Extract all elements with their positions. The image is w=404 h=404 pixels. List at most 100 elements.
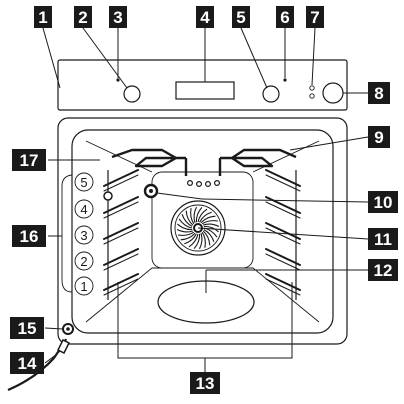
- power-indicator-light: [116, 78, 120, 82]
- leader-15: [44, 327, 64, 330]
- shelf-rung-left: [103, 248, 139, 266]
- callout-7: 7: [306, 6, 324, 28]
- shelf-level-1: 1: [74, 276, 94, 296]
- leader-10a: [156, 192, 203, 200]
- fan-blade: [193, 233, 201, 249]
- shelf-level-4-label: 4: [80, 202, 87, 217]
- oven-body: [57, 117, 348, 345]
- callout-14-label: 14: [18, 354, 37, 373]
- fan-blade: [181, 214, 193, 227]
- leader-2: [82, 27, 128, 89]
- callout-1-label: 1: [38, 8, 47, 27]
- fan: [170, 200, 226, 256]
- heating-element-left-loop: [111, 148, 186, 168]
- fan-blade: [195, 207, 203, 223]
- shelf-level-4: 4: [74, 199, 94, 219]
- element-connector-2: [196, 181, 203, 188]
- shelf-rung-left: [103, 196, 139, 214]
- control-panel: [57, 59, 348, 111]
- callout-13-label: 13: [196, 374, 215, 393]
- callout-16: 16: [12, 225, 46, 247]
- callout-15-label: 15: [18, 319, 37, 338]
- shelf-rung-left-inner: [103, 278, 139, 296]
- callout-2: 2: [74, 6, 92, 28]
- heating-element: [111, 148, 297, 188]
- callout-9-label: 9: [374, 128, 383, 147]
- shelf-rung-right-inner: [265, 227, 301, 245]
- temperature-knob: [262, 85, 280, 103]
- shelf-rung-right-inner: [265, 253, 301, 271]
- callout-17-label: 17: [20, 151, 39, 170]
- callout-10-label: 10: [374, 193, 393, 212]
- shelf-rung-left: [103, 222, 139, 240]
- lamp-bottom: [309, 93, 315, 99]
- callout-3: 3: [109, 6, 127, 28]
- shelf-rung-right-inner: [265, 278, 301, 296]
- fan-outer-ring: [170, 200, 226, 256]
- callout-4: 4: [196, 6, 214, 28]
- shelf-rung-right-inner: [265, 174, 301, 192]
- callout-6: 6: [276, 6, 294, 28]
- lamp-top: [309, 85, 315, 91]
- fan-blade: [185, 210, 194, 226]
- fan-blade: [200, 215, 216, 224]
- fan-blade: [197, 208, 208, 223]
- callout-11: 11: [368, 228, 398, 250]
- display: [175, 81, 235, 100]
- callout-9: 9: [368, 126, 390, 148]
- shelf-rung-left: [103, 169, 139, 187]
- fan-blade: [203, 229, 215, 242]
- shelf-support-left: [103, 169, 139, 296]
- shelf-level-5-label: 5: [80, 175, 87, 190]
- callout-12-label: 12: [374, 261, 393, 280]
- callout-5: 5: [232, 6, 250, 28]
- callout-6-label: 6: [280, 8, 289, 27]
- oven-back-wall: [151, 171, 254, 269]
- callout-13: 13: [190, 372, 220, 394]
- shelf-rung-left-inner: [103, 253, 139, 271]
- leader-9: [289, 136, 369, 151]
- callout-10: 10: [368, 191, 398, 213]
- shelf-rung-right: [265, 248, 301, 266]
- fan-blade: [176, 229, 193, 233]
- callout-17: 17: [12, 149, 46, 171]
- callout-12: 12: [368, 259, 398, 281]
- fan-blade: [202, 230, 211, 246]
- shelf-rung-left-inner: [103, 201, 139, 219]
- heating-element-connectors: [184, 158, 222, 176]
- shelf-support-fastener: [103, 191, 113, 201]
- cavity-edge-tr: [252, 140, 320, 173]
- leader-11: [197, 227, 369, 240]
- callout-15: 15: [10, 317, 44, 339]
- callout-3-label: 3: [113, 8, 122, 27]
- fan-blade: [203, 223, 220, 227]
- leader-7: [311, 27, 316, 86]
- callout-2-label: 2: [78, 8, 87, 27]
- element-connector-3: [205, 181, 212, 188]
- fan-blade: [178, 218, 193, 229]
- callout-5-label: 5: [236, 8, 245, 27]
- cavity-edge-br: [252, 267, 320, 323]
- callout-8: 8: [368, 82, 390, 104]
- heating-element-right-loop: [220, 148, 297, 168]
- shelf-rung-left-inner: [103, 227, 139, 245]
- element-connector-1: [187, 180, 194, 187]
- fan-blade: [190, 208, 195, 225]
- oven-lamp: [143, 183, 159, 199]
- shelf-rung-left-inner: [103, 174, 139, 192]
- leader-5: [240, 27, 268, 89]
- element-connector-4: [214, 180, 221, 187]
- level-bracket: [61, 174, 73, 293]
- fan-blade: [199, 211, 212, 223]
- callout-7-label: 7: [310, 8, 319, 27]
- shelf-rung-right: [265, 273, 301, 291]
- leader-10b: [201, 198, 369, 203]
- control-panel-frame: [57, 59, 348, 111]
- shelf-rung-right: [265, 222, 301, 240]
- fan-blade: [199, 233, 203, 250]
- shelf-rung-right: [265, 169, 301, 187]
- fan-blade: [184, 233, 197, 245]
- leader-lines: [42, 27, 369, 372]
- callout-4-label: 4: [200, 8, 210, 27]
